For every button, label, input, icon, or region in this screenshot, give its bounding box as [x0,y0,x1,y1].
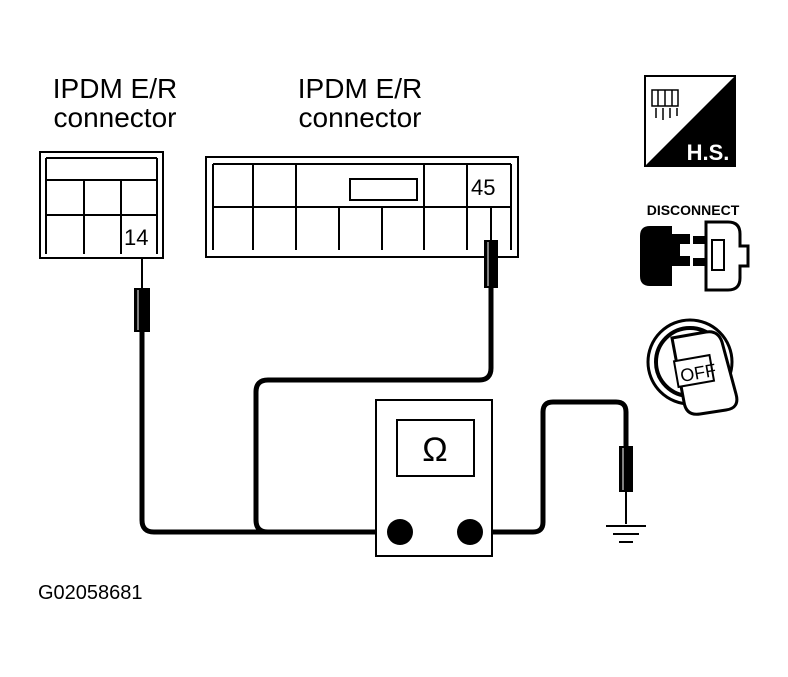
ground-symbol [606,525,646,543]
probe-left [134,258,150,332]
ignition-off-icon: OFF [646,318,739,416]
pin-45-label: 45 [471,175,495,200]
wires [139,285,629,535]
ground-probe [619,446,633,524]
left-connector-title: IPDM E/R connector [52,73,178,133]
hs-text: H.S. [687,140,730,165]
disconnect-icon: DISCONNECT [640,202,750,292]
disconnect-text: DISCONNECT [647,202,740,218]
meter-terminal-right [457,519,483,545]
harness-side-icon: H.S. [644,75,736,167]
probe-right [484,206,498,288]
right-connector [205,156,519,258]
wire-meter-to-ground [467,399,629,535]
meter-terminal-left [387,519,413,545]
pin-14-label: 14 [124,225,148,250]
wire-pin45-to-meter [253,285,494,535]
ohmmeter [375,399,493,557]
figure-id: G02058681 [38,582,143,604]
ohm-symbol: Ω [422,431,447,469]
left-connector [39,151,164,259]
wire-pin14-to-meter [139,327,403,535]
right-connector-title: IPDM E/R connector [297,73,423,133]
